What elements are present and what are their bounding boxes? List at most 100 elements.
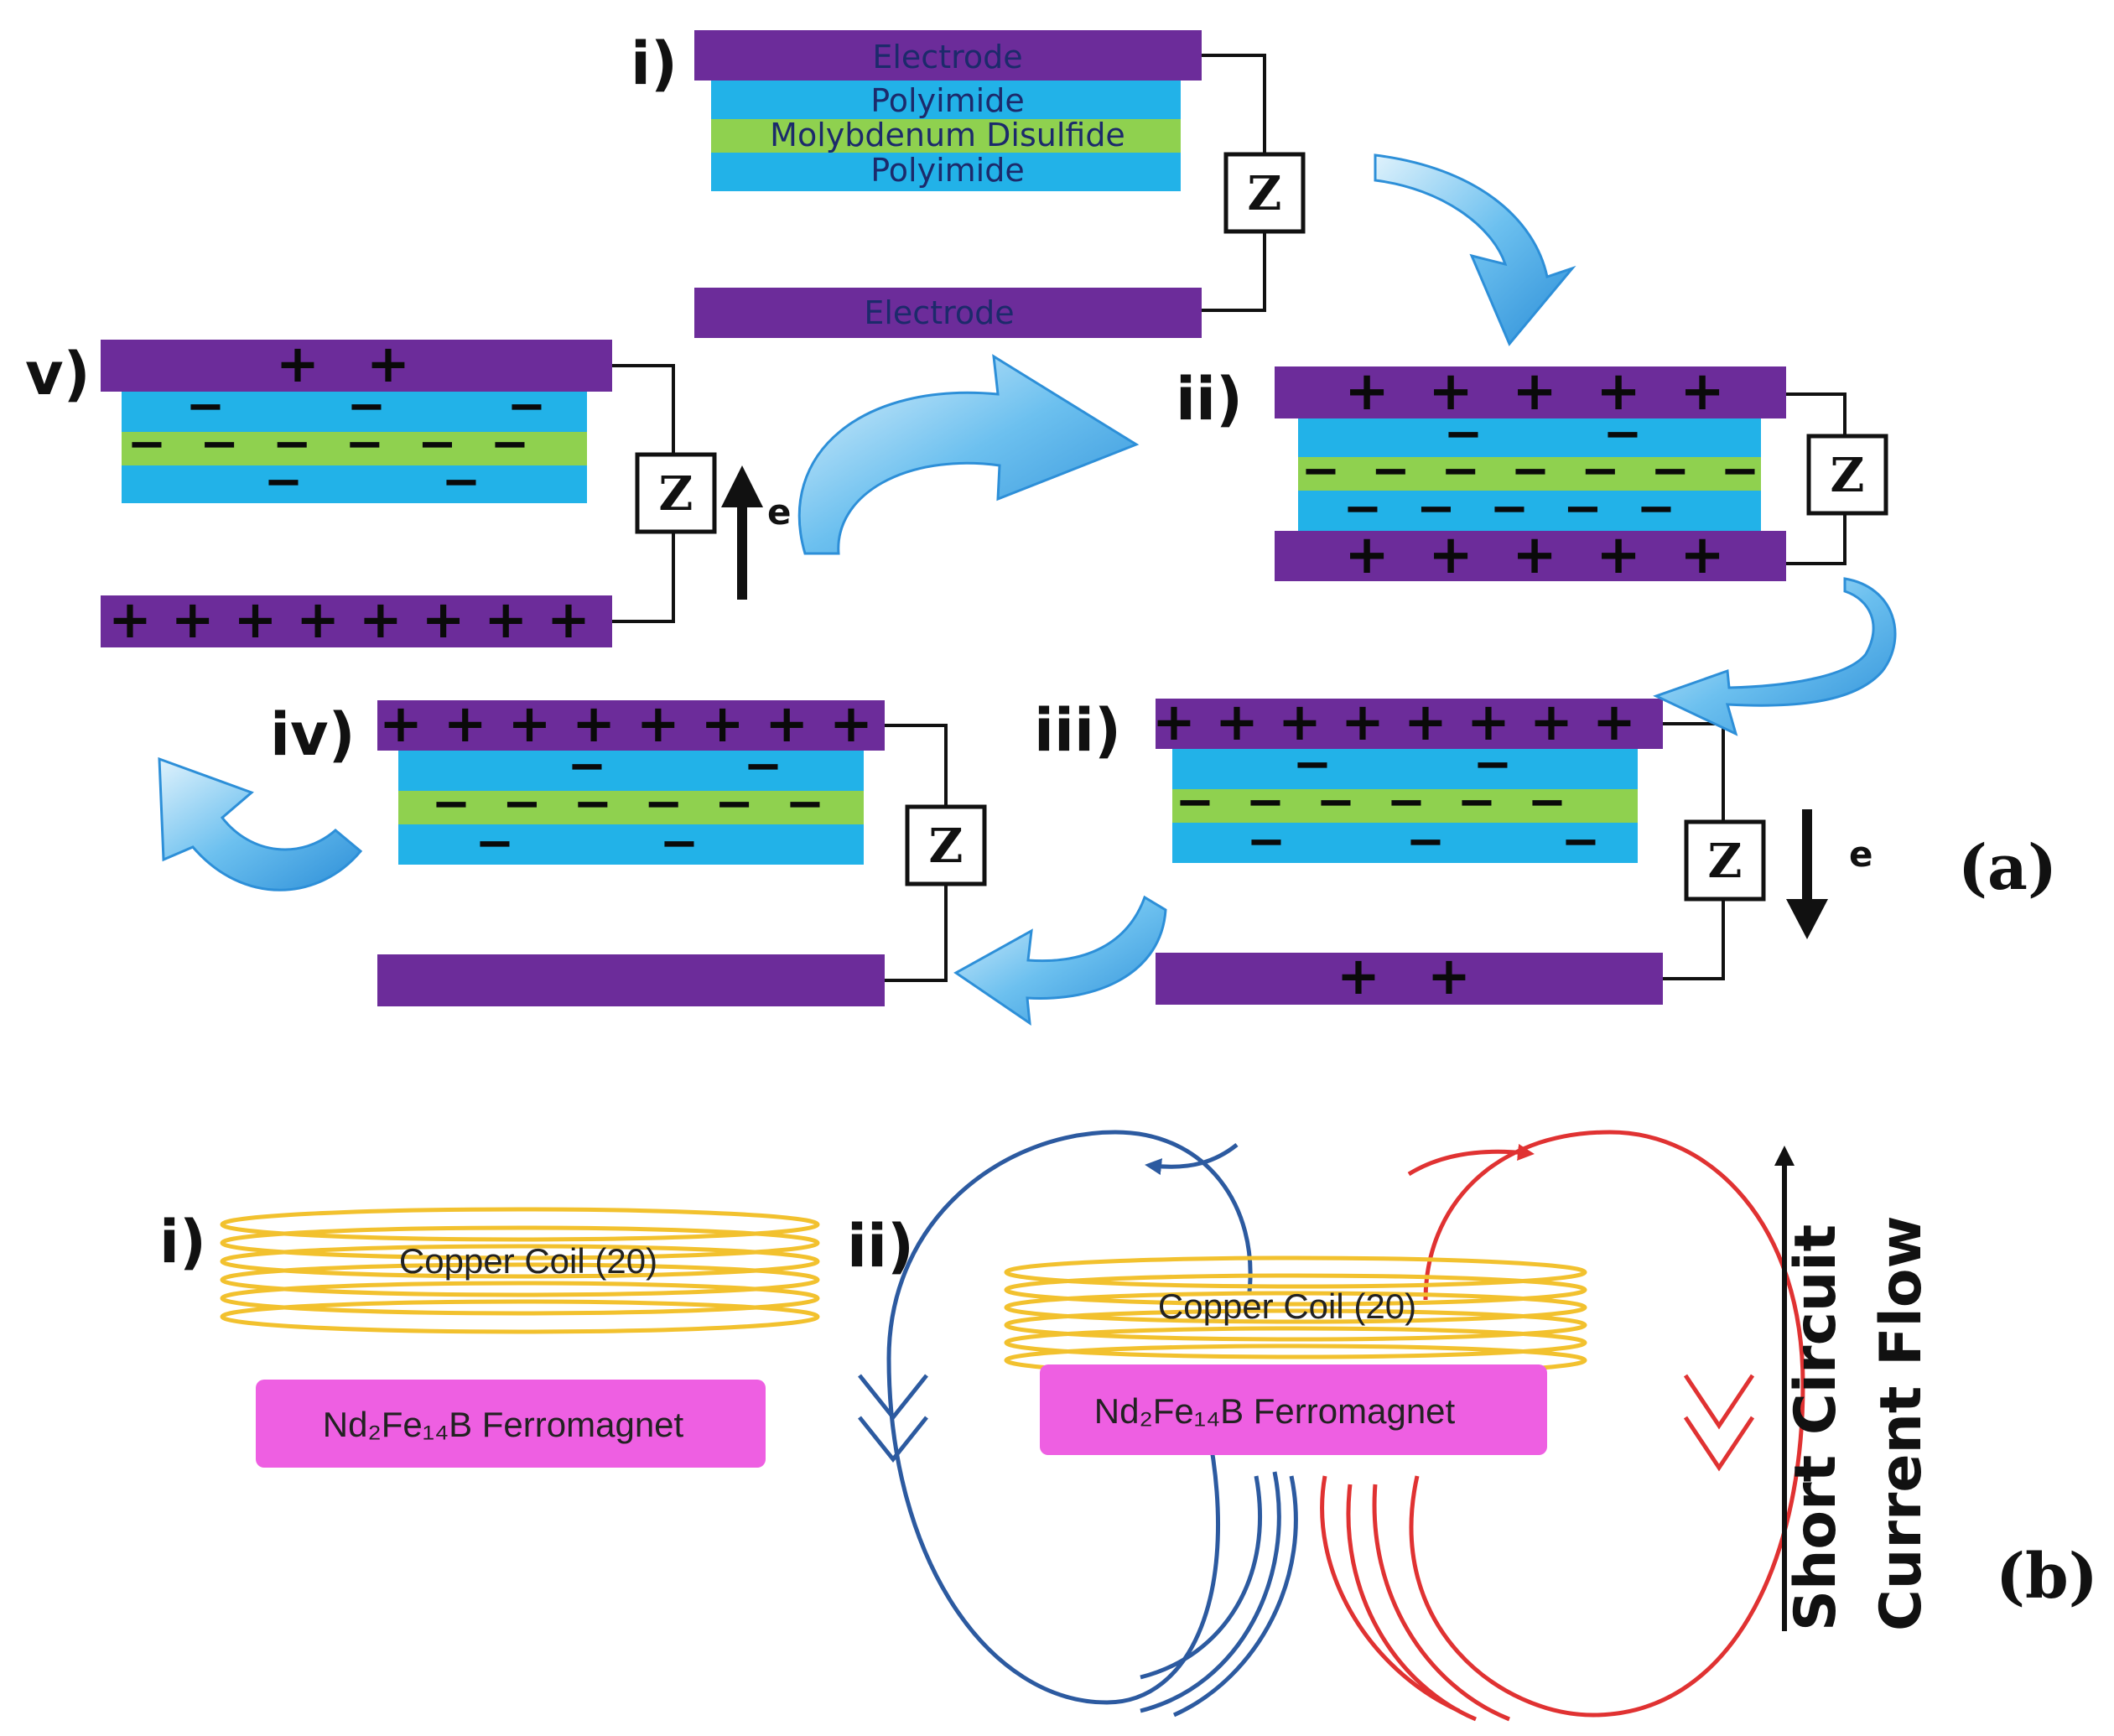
plus-charge: + xyxy=(422,589,465,650)
minus-charge: − xyxy=(1457,775,1497,829)
minus-charge: − xyxy=(418,417,457,471)
current-label-line1: Short Circuit xyxy=(1783,1224,1849,1631)
current-axis-arrow-icon xyxy=(1774,1146,1795,1166)
minus-charge: − xyxy=(273,417,312,471)
minus-charge: − xyxy=(1441,444,1480,498)
minus-charge: − xyxy=(644,777,683,831)
minus-charge: − xyxy=(1444,407,1483,461)
plus-charge: + xyxy=(1467,691,1510,752)
mos2-label: Molybdenum Disulfide xyxy=(770,117,1125,153)
cycle-arrow-v-to-i-icon xyxy=(797,354,1140,555)
stage-label-v: v) xyxy=(25,340,91,408)
plus-charge: + xyxy=(1530,691,1573,752)
coil-label-ii: Copper Coil (20) xyxy=(1158,1286,1416,1326)
minus-charge: − xyxy=(1473,737,1513,792)
panel-b-label: (b) xyxy=(1996,1541,2098,1613)
minus-charge: − xyxy=(1528,775,1567,829)
minus-charge: − xyxy=(1406,814,1446,869)
plus-charge: + xyxy=(829,693,873,754)
plus-charge: + xyxy=(1428,524,1473,586)
polyimide-bottom-label: Polyimide xyxy=(870,152,1025,189)
minus-charge: − xyxy=(744,739,783,793)
mos2-layer xyxy=(1172,789,1638,823)
plus-charge: + xyxy=(1341,691,1384,752)
minus-charge: − xyxy=(1561,814,1601,869)
electron-label-v: e xyxy=(767,491,792,533)
stage-i: i) Electrode Polyimide Molybdenum Disulf… xyxy=(631,29,1306,338)
plus-charge: + xyxy=(1680,361,1725,423)
magnet-label-i: Nd₂Fe₁₄B Ferromagnet xyxy=(323,1405,684,1444)
mos2-layer xyxy=(122,432,587,465)
stage-label-i: i) xyxy=(631,29,678,98)
plus-charge: + xyxy=(572,693,616,754)
coil-label-i: Copper Coil (20) xyxy=(399,1241,657,1281)
plus-charge: + xyxy=(1215,691,1259,752)
plus-charge: + xyxy=(484,589,527,650)
electron-arrow-up-icon xyxy=(721,465,763,507)
load-z-label-iv: Z xyxy=(929,819,964,874)
stage-label-b-i: i) xyxy=(159,1208,206,1276)
stage-ii: ii) Z xyxy=(1176,365,1888,581)
minus-charge: − xyxy=(660,816,699,871)
cycle-arrows xyxy=(158,153,1897,1027)
stage-iv: iv) Z xyxy=(270,700,987,1006)
minus-charge: − xyxy=(442,455,481,509)
polyimide-top-layer xyxy=(122,392,587,432)
electron-arrow-down-icon xyxy=(1786,899,1828,939)
minus-charge: − xyxy=(573,777,612,831)
minus-charge: − xyxy=(1317,775,1356,829)
stage-label-iii: iii) xyxy=(1034,696,1121,765)
minus-charge: − xyxy=(1511,444,1550,498)
electrode-top-label: Electrode xyxy=(872,39,1022,75)
ferromagnet-i xyxy=(256,1380,766,1468)
plus-charge: + xyxy=(1427,945,1471,1006)
plus-charge: + xyxy=(1344,361,1389,423)
minus-charge: − xyxy=(1490,481,1530,536)
stage-iii: iii) Z e xyxy=(1034,696,1873,1005)
electrode-bottom xyxy=(1275,531,1786,581)
minus-charge: − xyxy=(1371,444,1410,498)
plus-charge: + xyxy=(1428,361,1473,423)
magnetic-field-lines-red xyxy=(1320,1130,1805,1722)
stage-label-b-ii: ii) xyxy=(847,1212,914,1281)
electrode-bottom-label: Electrode xyxy=(864,294,1014,331)
electrode-bottom xyxy=(694,288,1202,338)
minus-charge: − xyxy=(1247,814,1286,869)
minus-charge: − xyxy=(1581,444,1620,498)
magnetic-field-lines-blue xyxy=(858,1130,1298,1718)
polyimide-bottom-layer xyxy=(711,153,1181,191)
plus-charge: + xyxy=(1596,361,1641,423)
electrode-bottom xyxy=(377,954,885,1006)
minus-charge: − xyxy=(1246,775,1286,829)
plus-charge: + xyxy=(1152,691,1196,752)
electrode-top xyxy=(377,700,885,751)
electron-label-iii: e xyxy=(1849,834,1873,875)
load-z-label-iii: Z xyxy=(1708,834,1743,889)
plus-charge: + xyxy=(1337,945,1380,1006)
plus-charge: + xyxy=(359,589,403,650)
plus-charge: + xyxy=(1512,524,1557,586)
minus-charge: − xyxy=(1637,481,1676,536)
plus-charge: + xyxy=(379,693,423,754)
electrode-top xyxy=(1275,366,1786,418)
load-z-iii xyxy=(1684,819,1766,902)
minus-charge: − xyxy=(1416,481,1456,536)
plus-charge: + xyxy=(1680,524,1725,586)
polyimide-bottom-layer xyxy=(398,824,864,865)
load-z-iv xyxy=(905,804,987,886)
plus-charge: + xyxy=(1596,524,1641,586)
plus-charge: + xyxy=(171,589,215,650)
magnet-label-ii: Nd₂Fe₁₄B Ferromagnet xyxy=(1094,1391,1456,1431)
copper-coil-ii xyxy=(1004,1255,1587,1377)
cycle-arrow-iv-to-v-icon xyxy=(158,756,363,891)
panel-a-label: (a) xyxy=(1958,832,2057,904)
electrode-top xyxy=(694,30,1202,81)
cycle-arrow-i-to-ii-icon xyxy=(1374,153,1576,346)
plus-charge: + xyxy=(701,693,745,754)
polyimide-top-layer xyxy=(398,751,864,791)
panel-b: i) ii) Copper Coil (20) Nd₂Fe₁₄B Ferroma… xyxy=(159,1130,2098,1722)
plus-charge: + xyxy=(1404,691,1447,752)
cycle-arrow-iii-to-iv-icon xyxy=(953,895,1167,1027)
copper-coil-i xyxy=(220,1207,820,1334)
minus-charge: − xyxy=(568,739,607,793)
